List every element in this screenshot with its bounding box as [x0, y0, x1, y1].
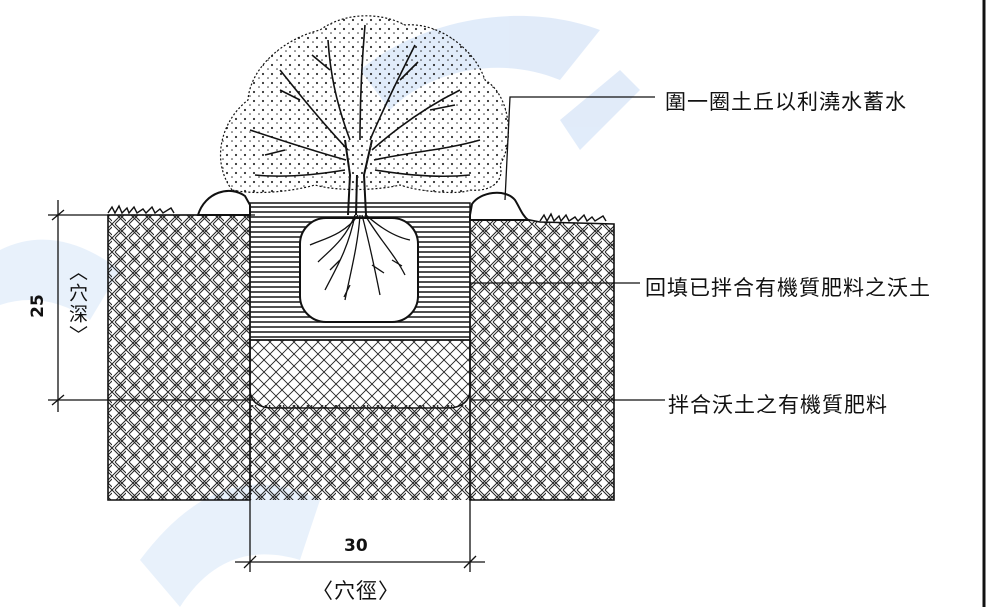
- native-soil-left: [107, 193, 251, 501]
- width-label: 〈穴徑〉: [312, 579, 400, 603]
- native-soil-right: [469, 195, 615, 501]
- roots: [309, 214, 411, 301]
- mound-callout-label: 圍一圈土丘以利澆水蓄水: [665, 90, 907, 114]
- width-dimension: [235, 400, 485, 572]
- grass-left: [107, 204, 175, 215]
- depth-dimension: [48, 200, 255, 412]
- callout-lines: [470, 96, 665, 401]
- depth-label: 〈穴深〉: [66, 262, 88, 346]
- bottom-fertilizer-layer: [249, 339, 471, 409]
- mound-right: [469, 191, 531, 221]
- native-soil-bottom: [250, 405, 470, 500]
- tree-branches: [249, 24, 481, 177]
- tree-canopy: [219, 15, 510, 194]
- width-value: 30: [344, 536, 368, 556]
- depth-value: 25: [27, 294, 48, 318]
- bottom-fertilizer-callout-label: 拌合沃土之有機質肥料: [668, 393, 888, 417]
- root-ball: [299, 217, 419, 323]
- mound-left: [196, 189, 251, 216]
- backfill-callout-label: 回填已拌合有機質肥料之沃土: [645, 276, 931, 300]
- grass-right: [539, 212, 607, 223]
